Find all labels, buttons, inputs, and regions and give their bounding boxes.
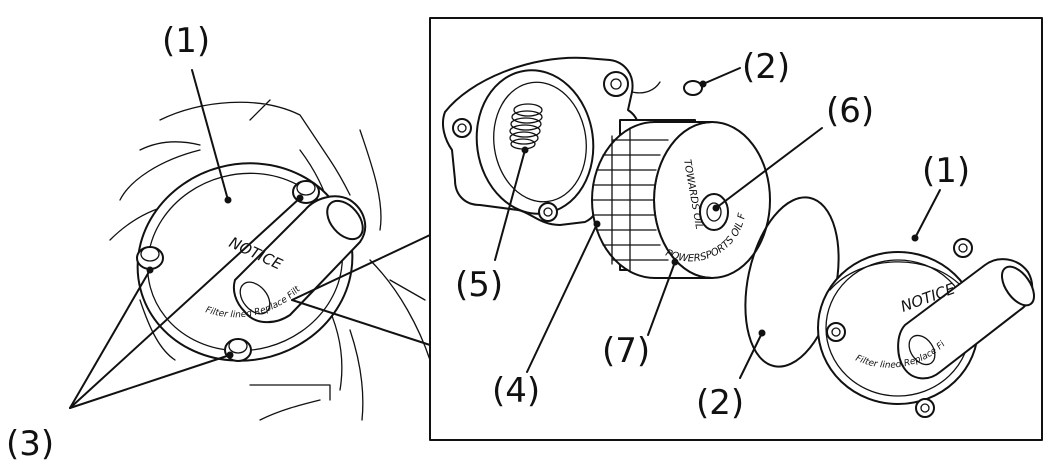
callout-6: (6) <box>826 91 874 131</box>
leader-6 <box>715 127 823 209</box>
pipe-end-left <box>326 199 364 241</box>
callout-4: (4) <box>492 371 540 411</box>
leader-7 <box>647 261 676 336</box>
engine-outline <box>109 99 431 421</box>
leader-3c <box>69 354 231 409</box>
engine-overview: NOTICE Filter lined Replace Filter <box>0 0 431 464</box>
bolt-1 <box>136 246 164 270</box>
pipe-bore-left <box>239 281 271 315</box>
leader-1-right <box>914 189 941 239</box>
zoom-line-bottom <box>291 299 431 346</box>
callout-7: (7) <box>602 331 650 371</box>
leader-1-left <box>191 69 229 201</box>
callout-1-left: (1) <box>162 21 210 61</box>
leader-3a <box>69 269 151 409</box>
leader-2-bottom <box>739 332 763 379</box>
leader-5 <box>494 149 526 261</box>
callout-5: (5) <box>455 265 503 305</box>
filter-pleats <box>592 127 669 273</box>
callout-2-bottom: (2) <box>696 383 744 423</box>
leader-3b <box>69 197 301 409</box>
oil-filter-cartridge: TOWARDS OIL POWERSPORTS OIL FILTER <box>0 0 771 279</box>
callout-1-right: (1) <box>922 151 970 191</box>
leader-2-top <box>702 67 741 85</box>
spring <box>509 103 543 150</box>
o-ring-small <box>683 80 703 96</box>
callout-3: (3) <box>6 424 54 464</box>
callout-2-top: (2) <box>742 47 790 87</box>
zoom-line-top <box>291 234 431 301</box>
leader-4 <box>526 223 598 373</box>
detail-frame <box>429 17 1043 441</box>
